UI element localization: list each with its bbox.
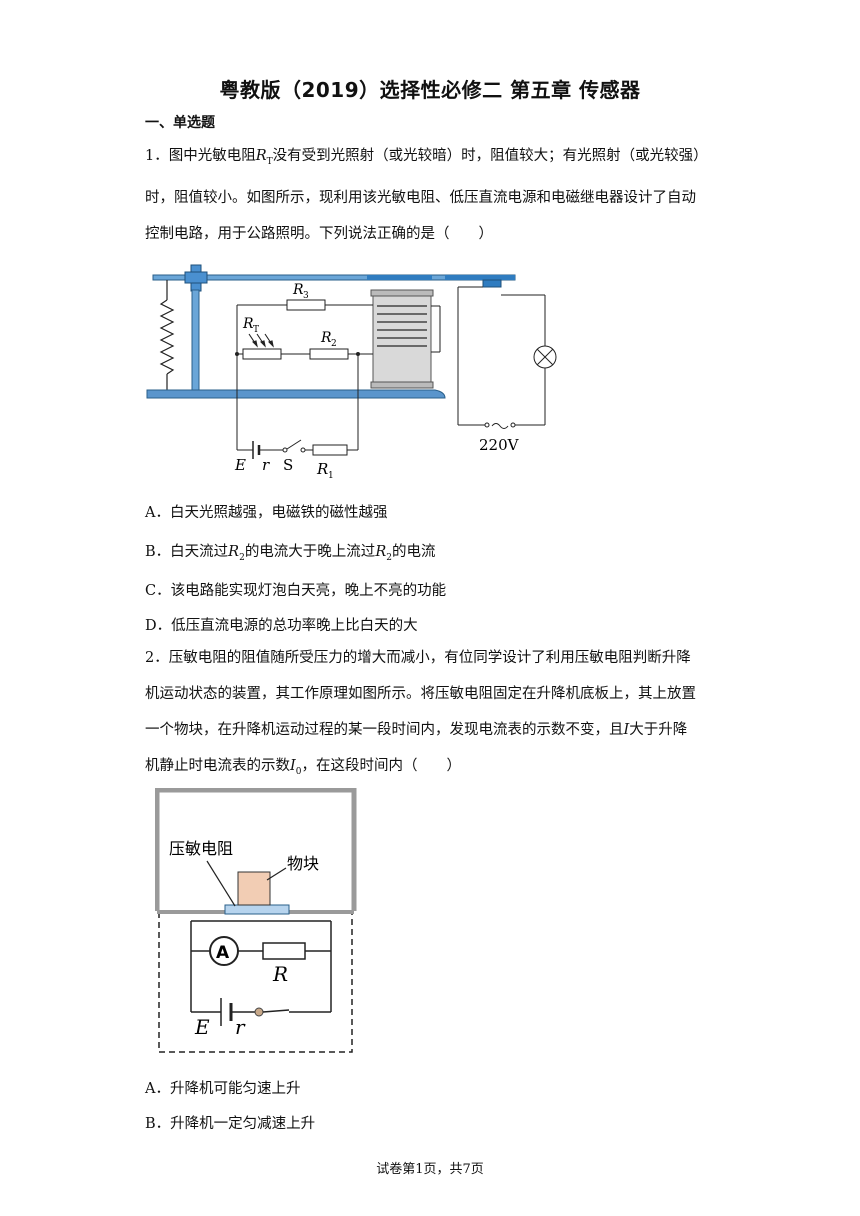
q1-option-b: B．白天流过R2的电流大于晚上流过R2的电流 — [145, 540, 435, 563]
q1-optb-part: B．白天流过 — [145, 544, 229, 560]
label-e: E — [234, 456, 246, 474]
label-r2: R — [320, 330, 332, 346]
q1-line-1: 1．图中光敏电阻RT没有受到光照射（或光较暗）时，阻值较大；有光照射（或光较强） — [145, 138, 717, 180]
label-220v: 220V — [479, 436, 520, 454]
q1-option-d: D．低压直流电源的总功率晚上比白天的大 — [145, 618, 418, 634]
q1-var-sub: T — [266, 156, 273, 167]
label-internal-r: r — [235, 1015, 246, 1039]
label-rt-sub: T — [253, 325, 259, 335]
q1-optb-part: 的电流 — [391, 544, 436, 560]
q2-option-b: B．升降机一定匀减速上升 — [145, 1116, 316, 1132]
q1-optb-var: R — [228, 544, 240, 560]
label-r1: R — [316, 460, 328, 478]
q1-text-part: 1．图中光敏电阻 — [145, 148, 256, 164]
q2-text-part: 一个物块，在升降机运动过程的某一段时间内，发现电流表的示数不变，且 — [145, 722, 624, 738]
label-switch: S — [283, 456, 293, 474]
label-r3-sub: 3 — [303, 291, 309, 301]
question-1-text: 1．图中光敏电阻RT没有受到光照射（或光较暗）时，阻值较大；有光照射（或光较强）… — [145, 138, 717, 252]
section-heading: 一、单选题 — [145, 115, 215, 131]
q1-circuit-figure: R 3 R T R 2 E r S R 1 220V — [146, 264, 557, 481]
page-footer: 试卷第1页，共7页 — [376, 1162, 484, 1177]
q1-line-2: 时，阻值较小。如图所示，现利用该光敏电阻、低压直流电源和电磁继电器设计了自动 — [145, 189, 696, 206]
q1-optb-part: 的电流大于晚上流过 — [244, 544, 376, 560]
q2-text-part: 大于升降 — [629, 722, 688, 738]
q1-line-3: 控制电路，用于公路照明。下列说法正确的是（ ） — [145, 225, 493, 242]
q1-optb-var: R — [375, 544, 387, 560]
q1-option-a: A．白天光照越强，电磁铁的磁性越强 — [145, 505, 388, 521]
q2-var-i0: I — [290, 758, 296, 774]
q2-var-i: I — [623, 722, 630, 738]
label-rt: R — [242, 316, 254, 332]
q2-line-1: 2．压敏电阻的阻值随所受压力的增大而减小，有位同学设计了利用压敏电阻判断升降 — [145, 650, 691, 666]
label-pressure-sensor: 压敏电阻 — [169, 839, 233, 858]
q2-line-3: 一个物块，在升降机运动过程的某一段时间内，发现电流表的示数不变，且I大于升降 — [145, 712, 717, 748]
q2-text-part: 机静止时电流表的示数 — [145, 758, 290, 774]
label-r3: R — [292, 282, 304, 298]
q2-line-2: 机运动状态的装置，其工作原理如图所示。将压敏电阻固定在升降机底板上，其上放置 — [145, 686, 696, 702]
q1-option-c: C．该电路能实现灯泡白天亮，晚上不亮的功能 — [145, 583, 447, 599]
q2-line-4: 机静止时电流表的示数I0，在这段时间内（ ） — [145, 748, 717, 790]
q2-var-sub: 0 — [295, 766, 302, 777]
label-block: 物块 — [287, 854, 319, 873]
page-title: 粤教版（2019）选择性必修二 第五章 传感器 — [219, 78, 641, 102]
q1-optb-sub: 2 — [239, 552, 245, 563]
label-r1-sub: 1 — [328, 471, 334, 481]
q1-text-part: 没有受到光照射（或光较暗）时，阻值较大；有光照射（或光较强） — [272, 148, 708, 164]
question-2-text: 2．压敏电阻的阻值随所受压力的增大而减小，有位同学设计了利用压敏电阻判断升降 机… — [145, 640, 717, 790]
q2-option-a: A．升降机可能匀速上升 — [145, 1081, 301, 1097]
label-r2-sub: 2 — [331, 339, 337, 349]
q2-elevator-figure: 压敏电阻 物块 A R E r — [155, 788, 357, 1053]
q1-var-r: R — [255, 148, 267, 164]
q1-optb-sub: 2 — [386, 552, 392, 563]
label-resistor-r: R — [272, 962, 288, 986]
label-internal-r: r — [262, 456, 270, 474]
label-emf-e: E — [194, 1015, 210, 1039]
ammeter-label: A — [216, 943, 230, 963]
q2-text-part: ，在这段时间内（ ） — [301, 758, 461, 774]
